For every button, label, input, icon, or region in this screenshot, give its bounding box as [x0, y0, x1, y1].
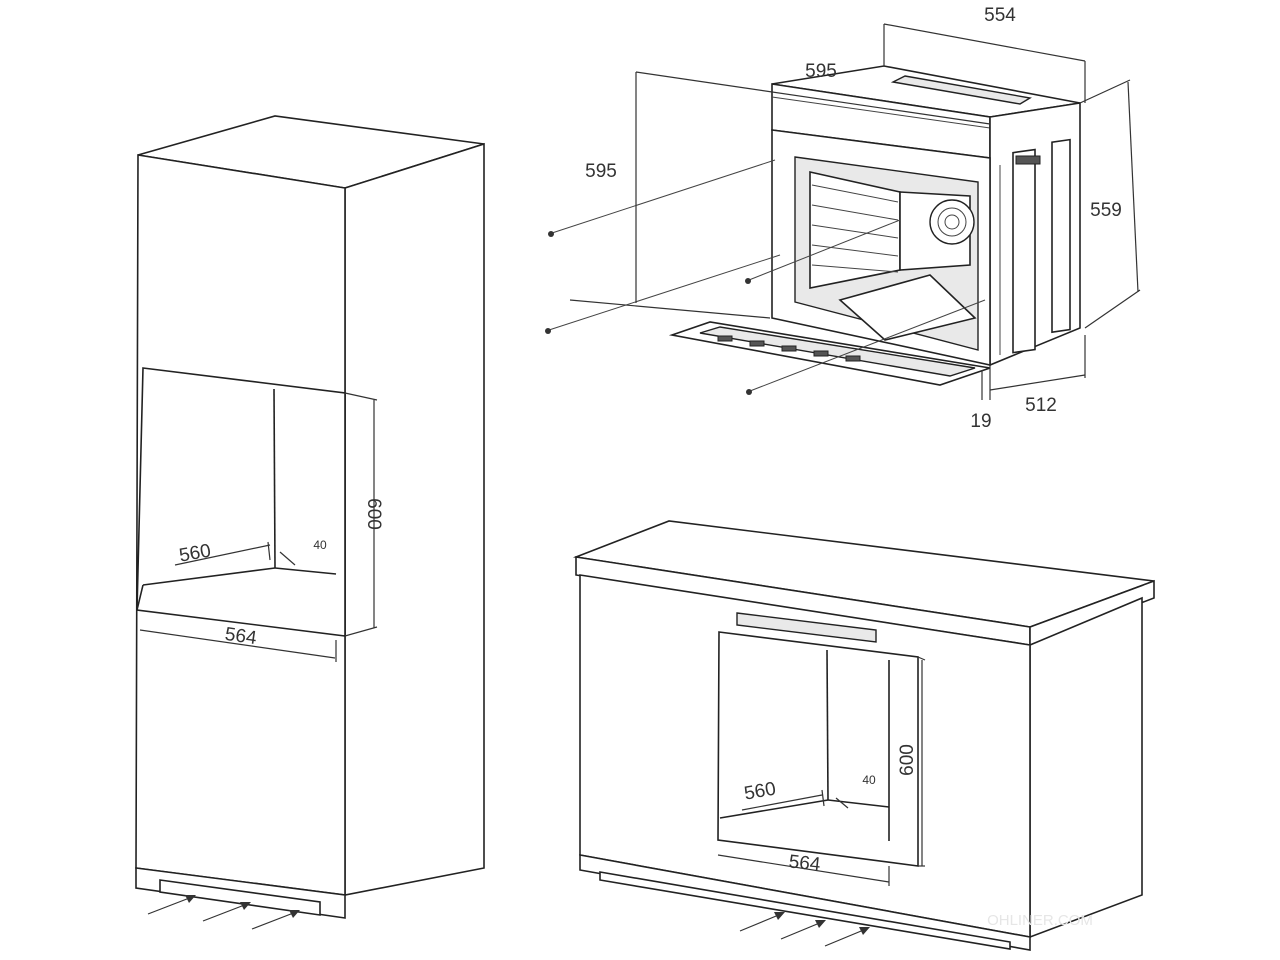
oven-dimension-lines: [569, 23, 1141, 400]
oven-side-handle-slot: [1015, 155, 1041, 165]
screw-icon: [545, 328, 551, 334]
countertop-side-edge: [1029, 579, 1155, 647]
oven-rack-rails: [811, 184, 899, 273]
screw-icon: [746, 389, 752, 395]
airflow-arrows-base: [739, 912, 870, 947]
watermark-text: OHLINER.COM: [987, 912, 1093, 929]
dim-label-gap: 40: [313, 538, 327, 552]
dim-label-niche-height: 600: [363, 498, 384, 530]
tall-cabinet-dimension-lines: [139, 392, 378, 662]
arrow-icon: [774, 912, 785, 920]
arrow-icon: [240, 902, 251, 910]
arrow-icon: [859, 927, 870, 935]
dim-label-body-depth: 512: [1025, 395, 1057, 416]
oven-side-rib: [1012, 148, 1036, 354]
dim-label-door-thickness: 19: [970, 411, 991, 432]
base-cabinet-side: [1029, 596, 1143, 939]
oven-fan: [929, 199, 975, 245]
oven-side-rib-2: [1051, 138, 1071, 334]
dim-label-gap-base: 40: [862, 773, 876, 787]
airflow-arrows-tall: [147, 895, 300, 930]
oven-door-hinges: [717, 335, 861, 362]
base-cabinet-niche: [717, 631, 919, 867]
fixing-screws: [545, 159, 986, 395]
ventilation-slot: [736, 612, 877, 643]
oven-top-vent: [890, 75, 1032, 105]
screw-icon: [548, 231, 554, 237]
tall-cabinet-niche: [136, 367, 346, 637]
oven-door-glass: [699, 326, 976, 377]
tall-cabinet-plinth-recess: [159, 879, 321, 916]
base-cabinet-plinth-recess: [599, 871, 1011, 950]
arrow-icon: [815, 920, 826, 928]
oven-cavity-floor: [838, 274, 977, 341]
arrow-icon: [185, 895, 196, 903]
dim-label-top-width: 595: [805, 61, 837, 82]
tall-cabinet-drawing: 560 40 600 564: [135, 115, 485, 930]
arrow-icon: [289, 910, 300, 918]
dim-label-body-height: 559: [1090, 200, 1122, 221]
dim-label-height: 595: [585, 161, 617, 182]
dim-label-niche-width-base: 564: [788, 851, 822, 875]
screw-icon: [745, 278, 751, 284]
dim-label-niche-width: 564: [224, 624, 259, 649]
oven-drawing: 554 595 595 559 19 512: [545, 5, 1141, 432]
dim-label-top-depth: 554: [984, 5, 1016, 26]
dim-label-niche-height-base: 600: [897, 744, 918, 776]
base-cabinet-dimension-lines: [717, 656, 926, 886]
base-cabinet-drawing: 560 40 600 564: [572, 520, 1155, 951]
